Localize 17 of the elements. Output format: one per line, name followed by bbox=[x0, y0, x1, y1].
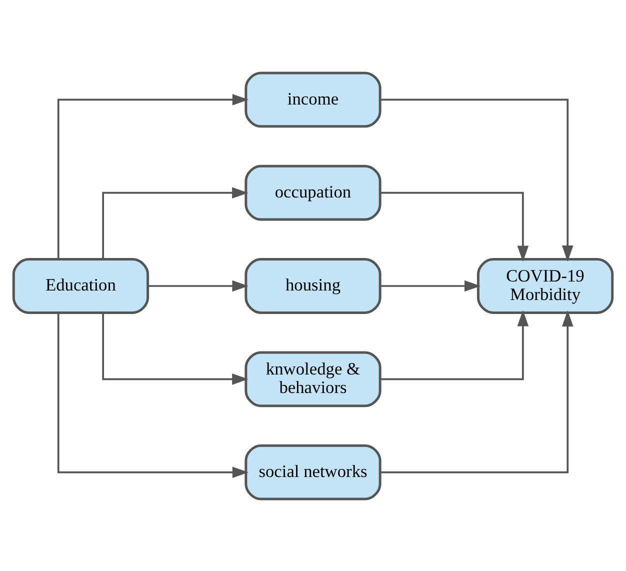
arrow bbox=[380, 280, 481, 292]
arrow bbox=[102, 186, 248, 259]
arrow bbox=[57, 94, 249, 258]
node-box: COVID-19 Morbidity bbox=[476, 258, 614, 314]
node-box: income bbox=[244, 71, 382, 128]
arrow bbox=[148, 280, 248, 292]
arrow bbox=[57, 312, 249, 478]
node-box: housing bbox=[244, 258, 382, 314]
arrow bbox=[380, 191, 529, 262]
arrow bbox=[380, 310, 529, 380]
node-box: social networks bbox=[244, 444, 382, 500]
node-box: knwoledge & behaviors bbox=[244, 350, 382, 407]
node-box: Education bbox=[12, 258, 150, 314]
arrow bbox=[380, 310, 574, 473]
arrow bbox=[380, 98, 574, 262]
node-box: occupation bbox=[244, 164, 382, 220]
arrow bbox=[102, 312, 248, 384]
